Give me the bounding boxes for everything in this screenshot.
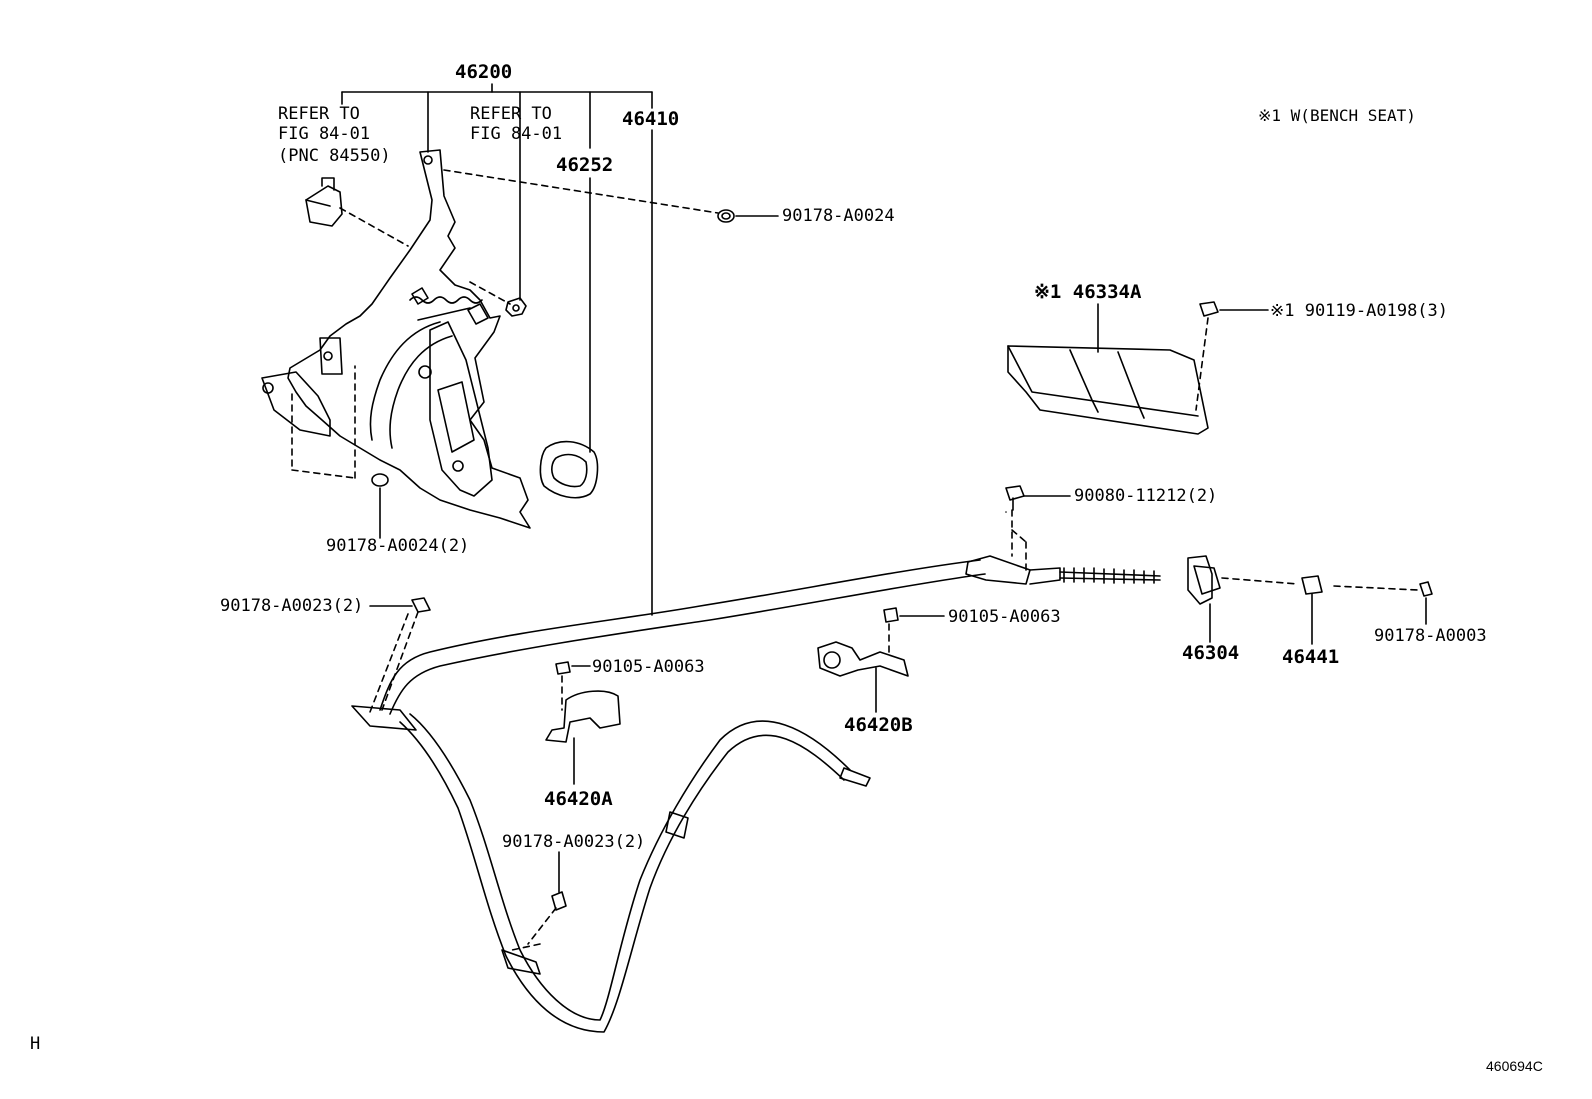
- label-90105-a0063-left: 90105-A0063: [592, 657, 705, 677]
- bracket-dashed: [1011, 509, 1027, 573]
- equalizer-dashed: [1221, 577, 1419, 591]
- bracket-46420a: [545, 661, 621, 743]
- switch-clip-part: [305, 177, 343, 227]
- pedal-dashed-links: [291, 169, 719, 479]
- label-46420a: 46420A: [544, 788, 613, 810]
- label-90105-a0063-right: 90105-A0063: [948, 607, 1061, 627]
- sleeve-46441: [1301, 575, 1323, 645]
- label-46441: 46441: [1282, 646, 1340, 668]
- cover-46334a-dashed: [1195, 317, 1209, 411]
- label-refer-line2: FIG 84-01: [278, 124, 371, 144]
- label-90178-a0023-lower: 90178-A0023(2): [502, 832, 646, 852]
- label-refer2-line1: REFER TO: [470, 104, 552, 124]
- label-90178-a0003: 90178-A0003: [1374, 626, 1487, 646]
- nut-90178-a0024-2: [371, 473, 389, 539]
- grommet-46252: [539, 440, 599, 499]
- label-46252: 46252: [556, 154, 614, 176]
- clip-90178-a0023-lower: [551, 851, 567, 911]
- parking-brake-pedal-assembly: [261, 149, 531, 529]
- nut-90178-a0024: [717, 209, 779, 223]
- label-refer2-line2: FIG 84-01: [470, 124, 563, 144]
- bracket-46420b: [817, 607, 945, 677]
- label-90178-a0024: 90178-A0024: [782, 206, 895, 226]
- label-46334a: ※1 46334A: [1034, 281, 1142, 303]
- label-46200: 46200: [455, 61, 513, 83]
- label-46304: 46304: [1182, 642, 1240, 664]
- clip-90178-a0023-upper: [369, 597, 431, 613]
- label-90178-a0023-upper: 90178-A0023(2): [220, 596, 364, 616]
- figure-code: 460694C: [1486, 1058, 1543, 1074]
- label-90178-a0024-2: 90178-A0024(2): [326, 536, 470, 556]
- label-46410: 46410: [622, 108, 680, 130]
- label-90119-a0198: ※1 90119-A0198(3): [1270, 301, 1449, 321]
- clip-upper-dashed: [369, 611, 419, 713]
- label-46420b: 46420B: [844, 714, 913, 736]
- equalizer-46304: [1187, 555, 1221, 643]
- callout-46200-tree: [341, 83, 653, 616]
- bolt-90080-11212: [1005, 485, 1071, 511]
- bolt-ref-84-01: [505, 297, 527, 317]
- label-refer-line1: REFER TO: [278, 104, 360, 124]
- clip-lower-dashed: [511, 907, 557, 951]
- rear-cable: [351, 705, 871, 1033]
- label-90080-11212: 90080-11212(2): [1074, 486, 1218, 506]
- front-cable-46410: [379, 555, 1161, 715]
- note-bench-seat: ※1 W(BENCH SEAT): [1258, 106, 1416, 125]
- label-refer-line3: (PNC 84550): [278, 146, 391, 166]
- cover-46334a: [1007, 301, 1269, 435]
- corner-mark: H: [30, 1034, 41, 1054]
- nut-90178-a0003: [1419, 581, 1433, 625]
